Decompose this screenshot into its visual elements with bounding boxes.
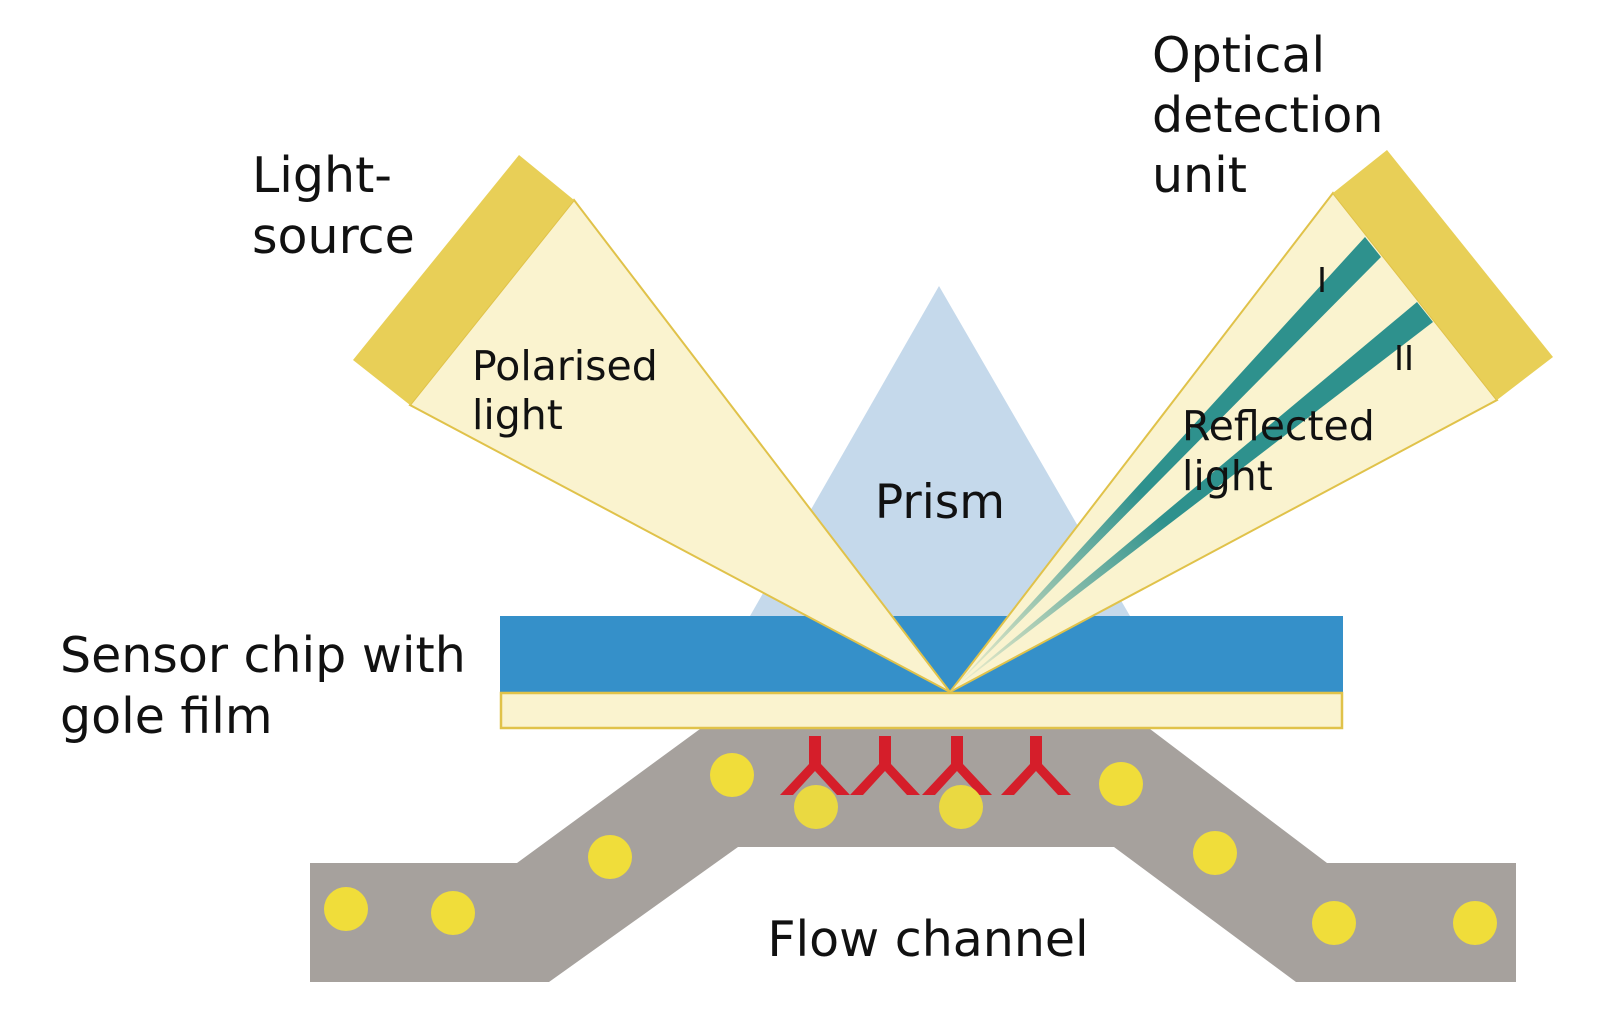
particle: [710, 753, 754, 797]
sensor-chip-label-line2: gole film: [60, 688, 273, 745]
polarised-light-label-line2: light: [472, 391, 563, 439]
particle: [588, 835, 632, 879]
reflected-ray-1: [950, 237, 1381, 692]
flow-channel: [310, 729, 1516, 982]
antibody: [850, 736, 920, 795]
particle: [1312, 901, 1356, 945]
prism: [750, 286, 1130, 616]
polarised-light-label-line1: Polarised: [472, 342, 658, 390]
particle: [1099, 762, 1143, 806]
sensor-chip-label-line1: Sensor chip with: [60, 627, 466, 684]
antibody-group: [780, 736, 1071, 795]
optical-detection-label-line2: detection: [1152, 87, 1383, 144]
optical-detection-unit: [1333, 150, 1553, 400]
antibody: [780, 736, 850, 795]
reflected-ray-2: [950, 302, 1433, 692]
optical-detection-label-line3: unit: [1152, 147, 1247, 204]
light-source: [353, 155, 574, 405]
reflected-light-label-line2: light: [1182, 452, 1273, 500]
optical-detection-label-line1: Optical: [1152, 27, 1325, 84]
prism-label: Prism: [875, 475, 1005, 530]
flow-channel-label: Flow channel: [767, 911, 1088, 968]
beam-1-label: I: [1317, 259, 1327, 300]
particle-group: [324, 753, 1497, 945]
reflected-light-label-line1: Reflected: [1182, 402, 1375, 450]
light-source-label-line2: source: [252, 208, 415, 265]
beam-2-label: II: [1394, 337, 1414, 378]
particle: [324, 887, 368, 931]
particle: [939, 785, 983, 829]
particle: [431, 891, 475, 935]
particle: [794, 785, 838, 829]
gold-film: [499, 691, 1344, 730]
antibody: [1001, 736, 1071, 795]
particle: [1453, 901, 1497, 945]
light-source-label-line1: Light-: [252, 147, 392, 204]
antibody: [922, 736, 992, 795]
particle: [1193, 831, 1237, 875]
